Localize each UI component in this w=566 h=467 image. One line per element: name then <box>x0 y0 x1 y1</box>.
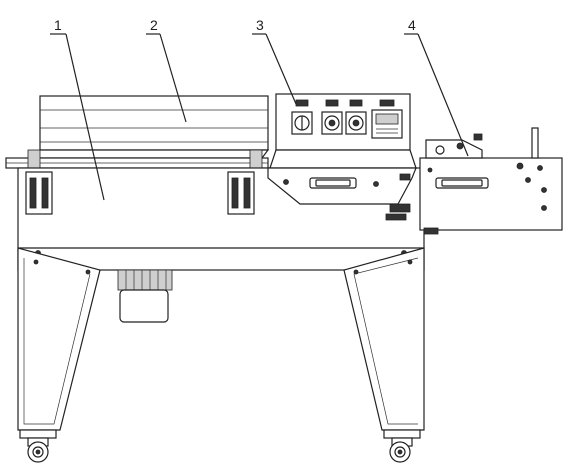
side-housing <box>267 167 417 221</box>
left-caster <box>19 429 57 463</box>
motor <box>117 269 173 323</box>
film-feeder <box>419 127 563 235</box>
shrink-hood <box>32 95 270 159</box>
callout-2-label: 2 <box>150 17 158 33</box>
right-leg <box>343 247 425 431</box>
right-caster <box>383 429 421 463</box>
callout-4-label: 4 <box>408 17 416 33</box>
callout-3-label: 3 <box>256 17 264 33</box>
callout-leaders <box>50 33 469 201</box>
callout-1-label: 1 <box>54 17 62 33</box>
left-leg <box>17 247 101 431</box>
control-panel <box>269 93 417 169</box>
